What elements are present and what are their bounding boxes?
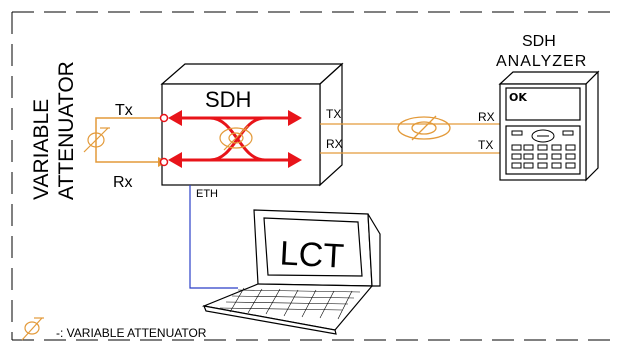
vertical-label-line1: VARIABLE — [30, 99, 53, 200]
laptop-keyboard — [219, 287, 361, 320]
fiber-links — [320, 123, 500, 154]
legend-attenuator-icon — [21, 317, 44, 341]
left-tx-label: Tx — [115, 102, 133, 119]
analyzer-keypad — [511, 129, 576, 169]
sdh-port-rx — [159, 157, 169, 167]
sdh-right-tx-label: TX — [326, 107, 341, 121]
left-loop — [95, 117, 162, 163]
analyzer-title-line1: SDH — [522, 33, 556, 50]
left-attenuator-icon — [83, 127, 110, 153]
analyzer-body — [498, 70, 600, 182]
legend-text: -: VARIABLE ATTENUATOR — [56, 326, 207, 340]
right-attenuator-icon — [397, 115, 451, 141]
analyzer-screen-text: OK — [509, 91, 527, 104]
sdh-title: SDH — [205, 87, 251, 112]
sdh-port-tx — [159, 113, 169, 123]
laptop-screen-text: LCT — [279, 234, 345, 275]
sdh-box — [160, 62, 344, 187]
eth-label: ETH — [196, 188, 218, 200]
cross-connect-arrowheads — [168, 110, 302, 168]
cross-connect-arrows — [178, 116, 292, 162]
eth-cable — [189, 185, 238, 289]
analyzer-tx-label: TX — [478, 138, 493, 152]
sdh-right-rx-label: RX — [326, 137, 343, 151]
dashed-frame — [11, 11, 618, 341]
laptop — [201, 209, 381, 335]
analyzer-rx-label: RX — [478, 110, 495, 124]
vertical-label: VARIABLE ATTENUATOR — [30, 61, 78, 200]
analyzer-title-line2: ANALYZER — [496, 53, 587, 70]
center-attenuator-icon — [219, 125, 253, 151]
vertical-label-line2: ATTENUATOR — [55, 61, 78, 200]
left-rx-label: Rx — [113, 174, 133, 191]
